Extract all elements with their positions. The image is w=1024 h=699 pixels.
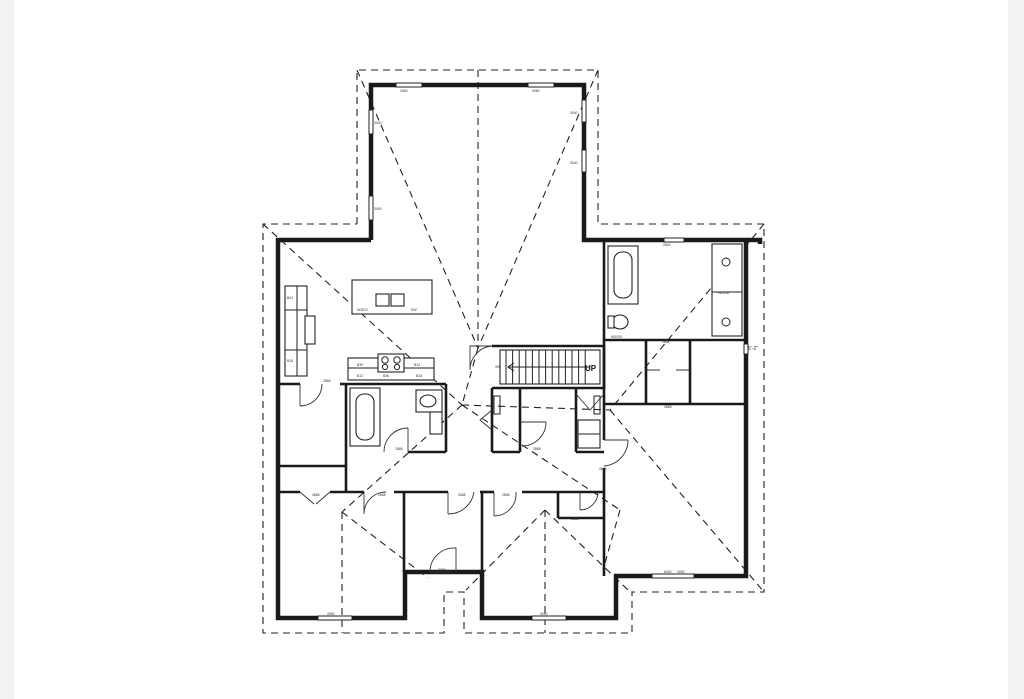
- door-tags: 2868 2868 2868 2868 3068 3068 2868 2868 …: [312, 340, 672, 572]
- staircase: UP: [499, 349, 601, 385]
- window-tag: 2840: [663, 243, 671, 247]
- cabinet-tag: DW: [411, 308, 417, 312]
- cabinet-tag: W3030: [611, 335, 622, 339]
- bath-left: [349, 387, 443, 447]
- door-tag: 2868: [502, 493, 510, 497]
- tub-basin: [613, 251, 633, 299]
- door-tag: 2868: [662, 340, 670, 344]
- range: [377, 353, 405, 373]
- stair-up-label: UP: [585, 364, 597, 373]
- cabinet-tag: W2436: [718, 291, 729, 295]
- cabinet-tag: B18: [287, 359, 293, 363]
- window-tag: 4050: [540, 612, 548, 616]
- cabinet-tag: B12: [357, 374, 363, 378]
- window-tag: 3040: [570, 111, 578, 115]
- door-tag: 2868: [378, 493, 386, 497]
- sink-basin-left: [375, 293, 390, 307]
- vanity: [429, 411, 443, 435]
- door-tag: 2868: [395, 447, 403, 451]
- windows: [317, 82, 749, 621]
- cabinet-tag: B24: [414, 363, 420, 367]
- window-tags: 3060 3060 2840 6040 4050 4050: [327, 89, 672, 616]
- cabinet-tag: B24: [287, 296, 293, 300]
- door-tag: 3068: [458, 493, 466, 497]
- door-tag: 2868: [323, 379, 331, 383]
- window-tag: 3040: [374, 207, 382, 211]
- window-tag: 4050: [677, 570, 685, 574]
- door-tag: 2868: [664, 405, 672, 409]
- dimension-note: 5'-2": [748, 346, 758, 352]
- kitchen: W3612 DW B30 B36 B24 B12 B18 B24 B18: [284, 279, 435, 381]
- tub-basin: [355, 393, 375, 441]
- door-tag: 2868: [312, 493, 320, 497]
- sink-basin-right: [390, 293, 405, 307]
- window-tag: 6040: [664, 570, 672, 574]
- toilet: [419, 394, 437, 408]
- window-tag: 3040: [374, 121, 382, 125]
- laundry: [493, 393, 605, 449]
- cabinet-tag: W3612: [357, 308, 368, 312]
- double-vanity: [711, 243, 743, 337]
- window-tags-vertical: 3040 3040 3040 3040 4050: [374, 111, 685, 574]
- door-swings: [299, 345, 690, 573]
- door-tag: 3068: [438, 568, 446, 572]
- window-tag: 3040: [570, 161, 578, 165]
- bath-right: W2436 W3030: [607, 243, 743, 339]
- door-tag: 2868: [599, 467, 607, 471]
- window-tag: 3060: [400, 89, 408, 93]
- refrigerator: [304, 315, 316, 345]
- door-tag: 2868: [571, 517, 579, 521]
- interior-walls: [278, 240, 746, 576]
- cabinet-tag: B36: [383, 374, 389, 378]
- window-tag: 4050: [327, 612, 335, 616]
- cabinet-tag: B30: [357, 363, 363, 367]
- cabinet-tag: B18: [416, 374, 422, 378]
- door-tag: 3068: [495, 365, 503, 369]
- door-tag: 2868: [533, 447, 541, 451]
- window-tag: 3060: [532, 89, 540, 93]
